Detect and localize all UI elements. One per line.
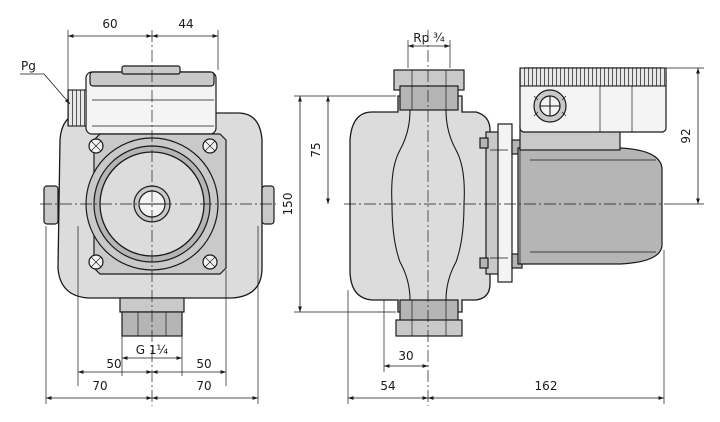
dim-top-left: 60 — [102, 17, 117, 31]
side-speed-knob — [533, 89, 567, 123]
dim-height-total: 150 — [281, 193, 295, 216]
side-dimensions: Rp ¾ 150 75 92 30 54 162 — [281, 31, 704, 404]
side-motor — [517, 147, 663, 265]
rp-label: Rp ¾ — [413, 31, 445, 45]
front-right-boss — [261, 185, 275, 225]
dim-height-upper: 75 — [309, 142, 323, 157]
dim-depth-front: 54 — [380, 379, 395, 393]
cable-gland — [67, 89, 87, 127]
dim-depth-rear: 162 — [535, 379, 558, 393]
dim-outer-right: 70 — [196, 379, 211, 393]
front-dimensions: 60 44 Pg G 1¼ 50 50 70 70 — [20, 17, 259, 404]
dim-head-height: 92 — [679, 128, 693, 143]
g-thread-label: G 1¼ — [136, 343, 169, 357]
side-view — [344, 30, 668, 406]
flange-screws — [88, 138, 218, 270]
dim-inner-right: 50 — [196, 357, 211, 371]
side-terminal-cap — [519, 67, 667, 87]
front-terminal-knob — [121, 65, 181, 75]
side-bottom-port — [399, 299, 459, 323]
front-view — [40, 30, 276, 406]
dim-inner-left: 50 — [106, 357, 121, 371]
dim-outer-left: 70 — [92, 379, 107, 393]
dim-port-width: 30 — [398, 349, 413, 363]
dim-top-right: 44 — [178, 17, 193, 31]
pg-label: Pg — [21, 59, 36, 73]
front-left-boss — [43, 185, 59, 225]
